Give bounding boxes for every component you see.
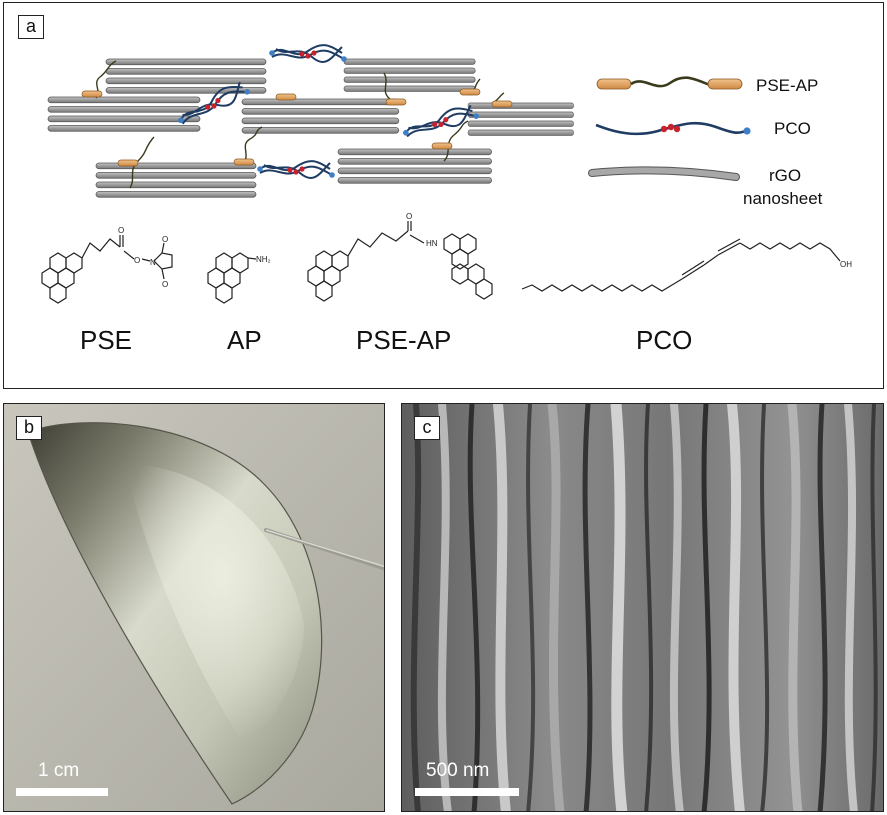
pco-bundle-4: [256, 160, 336, 180]
rgo-stack-2: [343, 58, 476, 92]
panel-c-scale-bar: [415, 788, 519, 796]
atom-o-carbonyl: O: [118, 226, 124, 235]
atom-o-imide-top: O: [162, 235, 168, 244]
atom-amide-o: O: [406, 212, 412, 221]
atom-labels: O O N O O NH₂ O HN OH: [118, 212, 852, 289]
pco-structure: [521, 238, 841, 292]
film-photo: [4, 404, 384, 811]
rgo-network: [47, 58, 574, 198]
atom-o-ester: O: [134, 256, 140, 265]
atom-o-imide-bottom: O: [162, 280, 168, 289]
panel-b-label: b: [16, 416, 42, 440]
rgo-stack-5: [467, 102, 574, 136]
legend-rgo-icon: [588, 166, 740, 181]
atom-n-imide: N: [150, 258, 156, 267]
legend-pse-ap-icon: [596, 76, 743, 90]
legend-pco-icon: [595, 121, 751, 136]
label-pse: PSE: [80, 325, 132, 355]
legend-rgo-label-2: nanosheet: [743, 189, 823, 208]
legend: PSE-AP PCO rGO nanosheet: [588, 76, 823, 208]
pse-ap-structure: [307, 221, 493, 302]
panel-b-scale-bar: [16, 788, 108, 796]
label-ap: AP: [227, 325, 262, 355]
sem-image: [402, 404, 883, 811]
rgo-stack-3: [47, 96, 201, 132]
sem-layers: [410, 404, 878, 811]
atom-nh2: NH₂: [256, 255, 271, 264]
label-pco: PCO: [636, 325, 692, 355]
panel-c-label: c: [414, 416, 440, 440]
atom-amide-hn: HN: [426, 239, 438, 248]
pse-ap-tabs: [81, 88, 513, 167]
legend-pse-ap-label: PSE-AP: [756, 76, 818, 95]
rgo-stack-6: [95, 162, 257, 198]
panel-b-photo: b 1 cm: [3, 403, 385, 812]
chemical-structures: [41, 221, 841, 304]
legend-pco-label: PCO: [774, 119, 811, 138]
rgo-stack-7: [337, 148, 492, 184]
ap-structure: [207, 252, 257, 304]
schematic-diagram: PSE-AP PCO rGO nanosheet: [41, 44, 852, 355]
panel-a: a: [3, 2, 884, 389]
panel-c-scale-text: 500 nm: [426, 760, 490, 781]
panel-a-label: a: [18, 15, 44, 39]
pse-structure: [41, 235, 173, 304]
pco-bundle-3: [399, 101, 481, 144]
pco-bundle-1: [268, 44, 348, 64]
label-pse-ap: PSE-AP: [356, 325, 451, 355]
rgo-stack-4: [241, 98, 400, 134]
legend-rgo-label-1: rGO: [769, 166, 801, 185]
atom-oh: OH: [840, 260, 852, 269]
molecule-labels: PSE AP PSE-AP PCO: [80, 325, 692, 355]
panel-b-scale-text: 1 cm: [38, 760, 80, 781]
panel-c-sem: c 500 nm: [401, 403, 884, 812]
